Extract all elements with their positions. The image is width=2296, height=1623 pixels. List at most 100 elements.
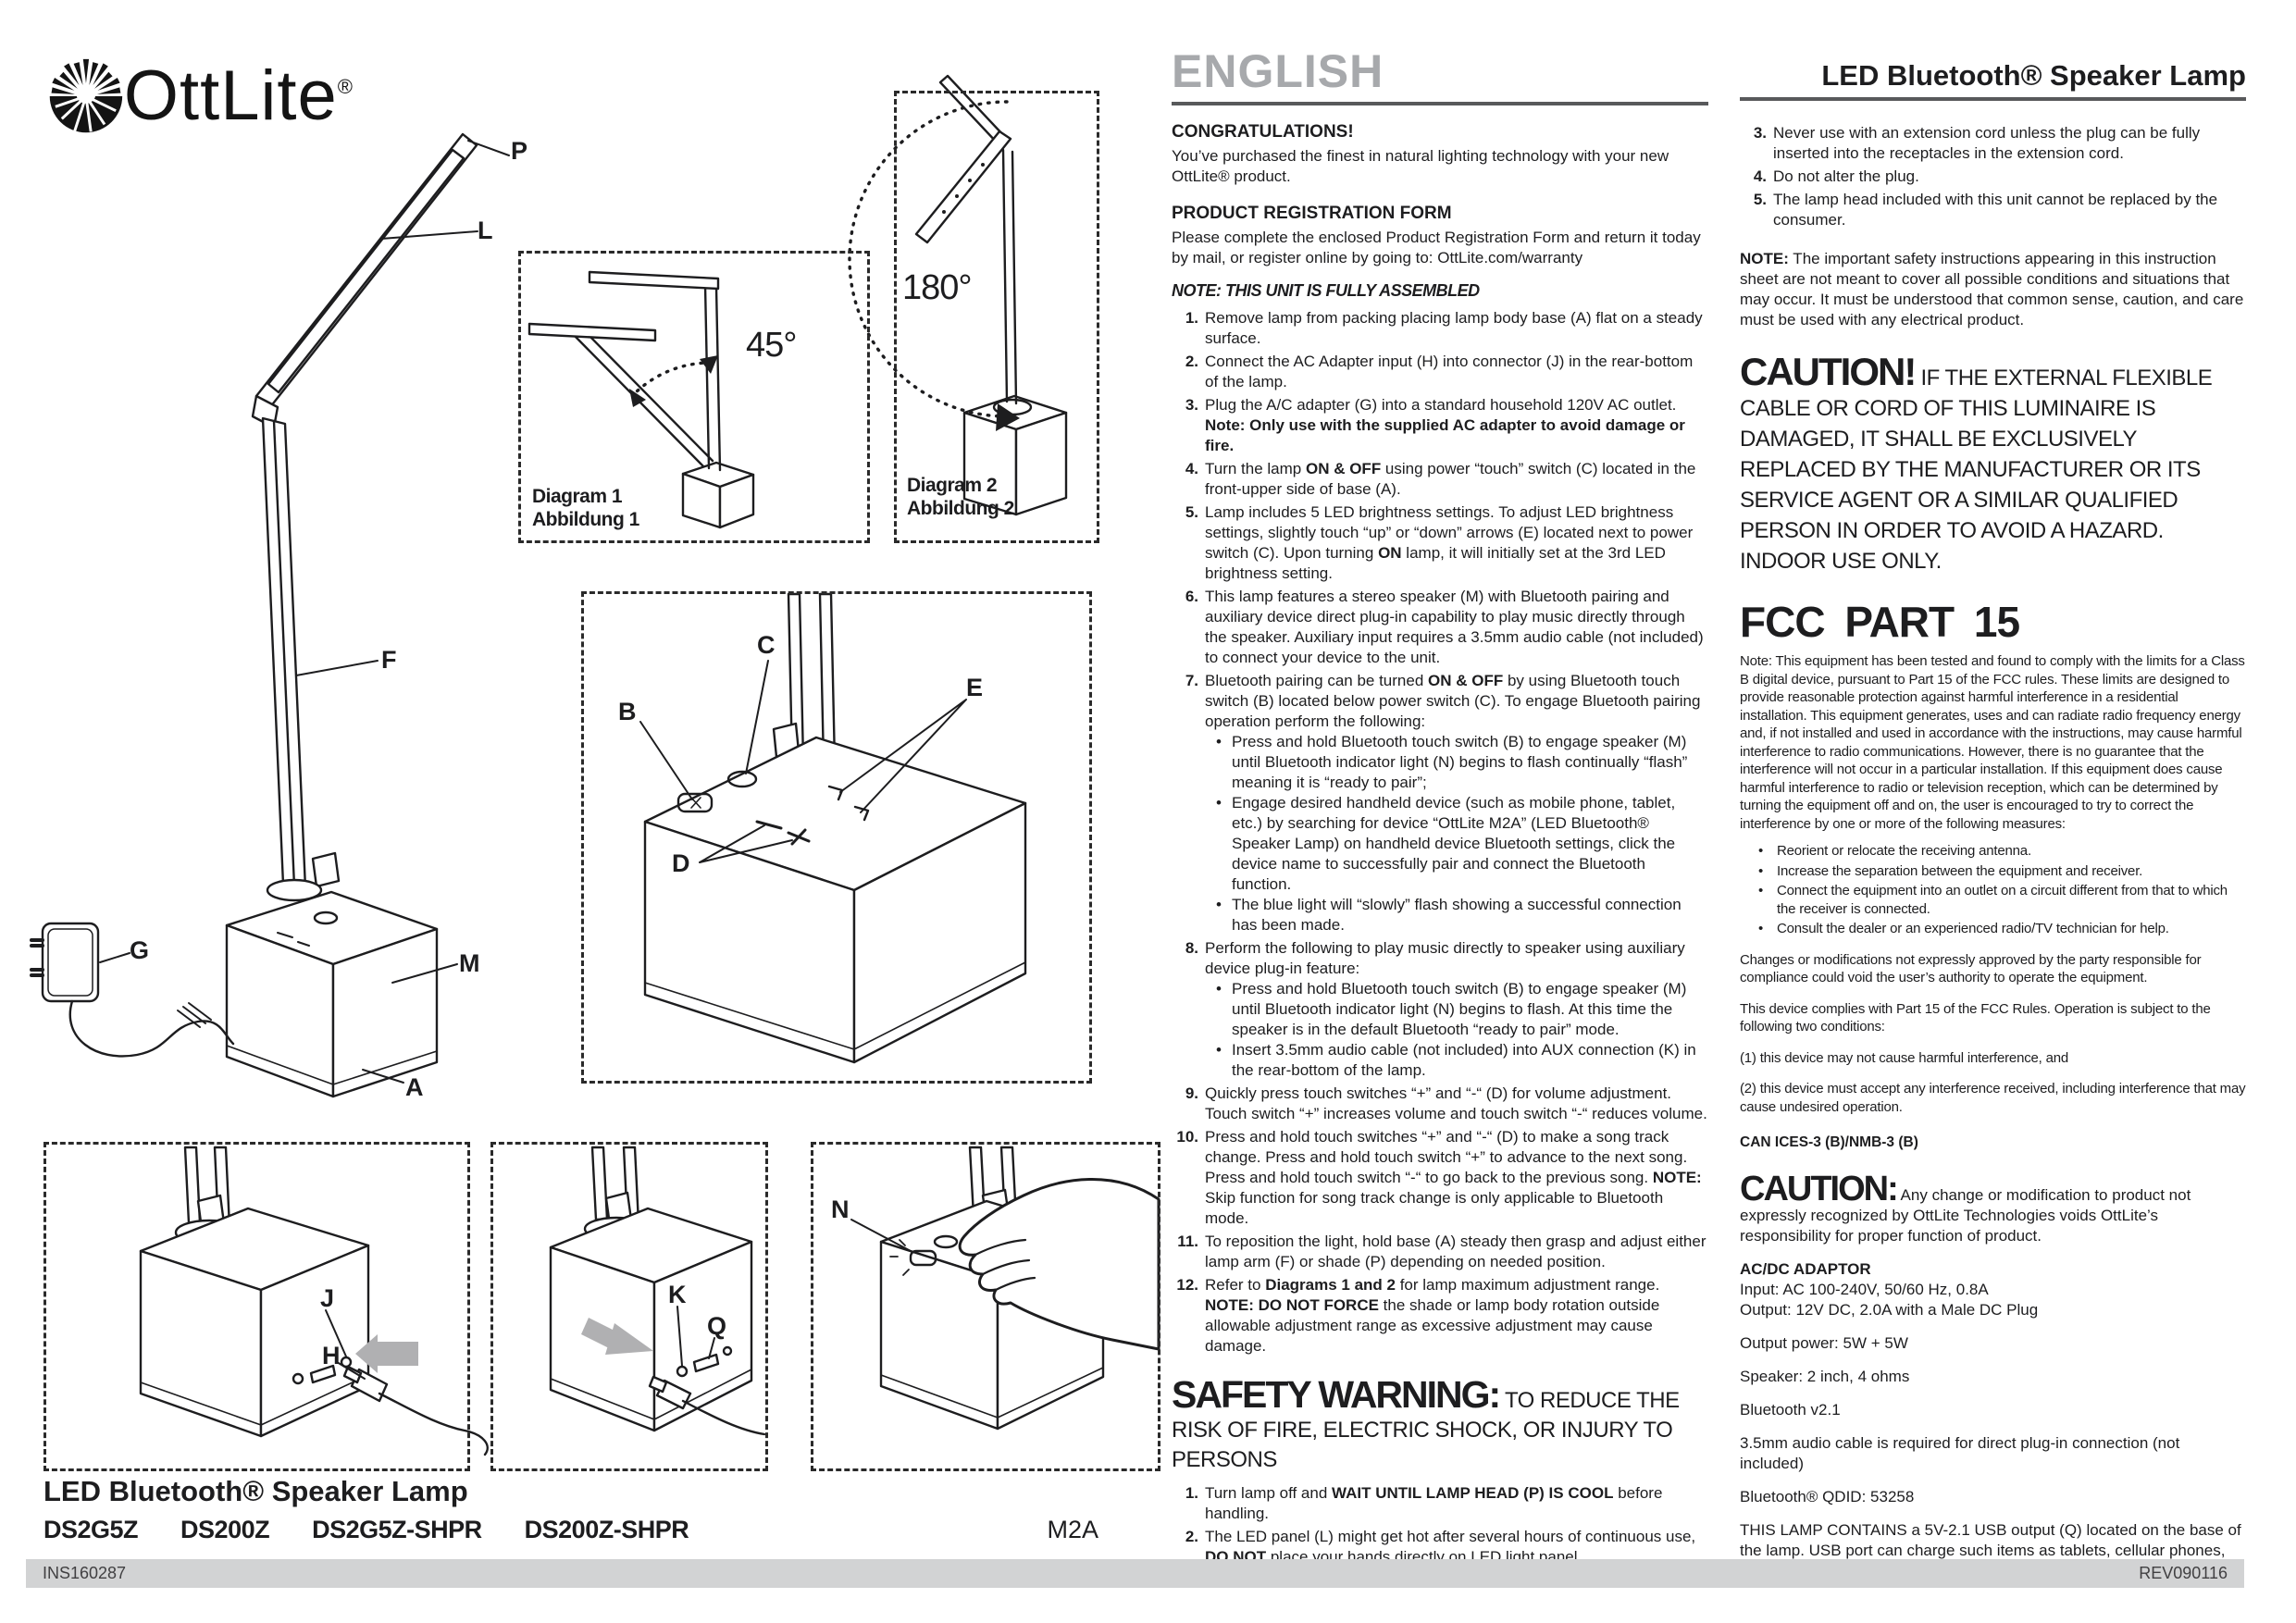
registration-heading: PRODUCT REGISTRATION FORM bbox=[1172, 204, 1452, 223]
footer-bar: INS160287 REV090116 bbox=[26, 1559, 2244, 1588]
label-j: J bbox=[320, 1284, 335, 1312]
label-e: E bbox=[966, 674, 984, 701]
fcc-part15-heading: FCC PART 15 bbox=[1740, 598, 2020, 646]
item-text: To reposition the light, hold base (A) s… bbox=[1205, 1233, 1706, 1270]
congratulations-heading: CONGRATULATIONS! bbox=[1172, 122, 1354, 142]
item-text: Perform the following to play music dire… bbox=[1205, 939, 1685, 977]
bullet-dot: • bbox=[1758, 843, 1764, 859]
item-text: Quickly press touch switches “+” and “-“… bbox=[1205, 1084, 1707, 1122]
fcc-bullet: • Reorient or relocate the receiving ante… bbox=[1753, 842, 2246, 861]
fcc-bullet: •Consult the dealer or an experienced ra… bbox=[1753, 920, 2246, 938]
spec-entry: Bluetooth v2.1 bbox=[1740, 1400, 2246, 1420]
item-body: Never use with an extension cord unless … bbox=[1773, 123, 2246, 164]
item-body: This lamp features a stereo speaker (M) … bbox=[1205, 587, 1708, 668]
fcc-bullet-list: • Reorient or relocate the receiving ante… bbox=[1753, 842, 2246, 938]
item-number: 5. bbox=[1753, 191, 1767, 208]
middle-column: ENGLISH CONGRATULATIONS! You’ve purchase… bbox=[1172, 48, 1708, 1570]
spec-line: Output: 12V DC, 2.0A with a Male DC Plug bbox=[1740, 1301, 2039, 1319]
item-number: 2. bbox=[1185, 1528, 1198, 1545]
label-g: G bbox=[130, 936, 150, 964]
safety-item: 2. The LED panel (L) might get hot after … bbox=[1172, 1527, 1708, 1567]
label-a: A bbox=[405, 1073, 424, 1101]
column-rule bbox=[1172, 102, 1708, 105]
safety-item: 1.Turn lamp off and WAIT UNTIL LAMP HEAD… bbox=[1172, 1483, 1708, 1524]
item-number: 6. bbox=[1185, 588, 1198, 605]
item-number: 4. bbox=[1185, 460, 1198, 477]
spec-title: AC/DC ADAPTOR bbox=[1740, 1260, 1871, 1278]
spec-line: Input: AC 100-240V, 50/60 Hz, 0.8A bbox=[1740, 1281, 1989, 1298]
step-item: 10.Press and hold touch switches “+” and… bbox=[1172, 1127, 1708, 1229]
item-bullet: •Press and hold Bluetooth touch switch (… bbox=[1216, 732, 1708, 793]
step-item: 9.Quickly press touch switches “+” and “… bbox=[1172, 1084, 1708, 1124]
cont-item: 3.Never use with an extension cord unles… bbox=[1740, 123, 2246, 164]
item-text: This lamp features a stereo speaker (M) … bbox=[1205, 588, 1704, 666]
registration-text: Please complete the enclosed Product Reg… bbox=[1172, 229, 1701, 266]
item-body: Perform the following to play music dire… bbox=[1205, 938, 1708, 1081]
step-item: 6. This lamp features a stereo speaker (M… bbox=[1172, 587, 1708, 668]
bullet-text: Insert 3.5mm audio cable (not included) … bbox=[1232, 1041, 1696, 1079]
spec-entry: Output power: 5W + 5W bbox=[1740, 1333, 2246, 1354]
can-ices-text: CAN ICES-3 (B)/NMB-3 (B) bbox=[1740, 1134, 1918, 1150]
item-number: 8. bbox=[1185, 939, 1198, 957]
label-m: M bbox=[459, 949, 480, 977]
item-text: The lamp head included with this unit ca… bbox=[1773, 191, 2218, 229]
cont-item: 5. The lamp head included with this unit … bbox=[1740, 190, 2246, 230]
item-text: Lamp includes 5 LED brightness settings.… bbox=[1205, 503, 1694, 582]
step-item: 3.Plug the A/C adapter (G) into a standa… bbox=[1172, 395, 1708, 456]
column-rule bbox=[1740, 97, 2246, 101]
fcc-bullet: •Increase the separation between the equ… bbox=[1753, 862, 2246, 881]
bullet-dot: • bbox=[1216, 1041, 1222, 1059]
item-body: Press and hold touch switches “+” and “-… bbox=[1205, 1127, 1708, 1229]
congratulations-text: You’ve purchased the finest in natural l… bbox=[1172, 147, 1669, 185]
cont-item: 4.Do not alter the plug. bbox=[1740, 167, 2246, 187]
fcc-bullet: •Connect the equipment into an outlet on… bbox=[1753, 882, 2246, 918]
item-text: Refer to Diagrams 1 and 2 for lamp maxim… bbox=[1205, 1276, 1660, 1355]
footer-rev-number: REV090116 bbox=[2139, 1564, 2228, 1582]
item-bullet: • Insert 3.5mm audio cable (not included)… bbox=[1216, 1040, 1708, 1081]
caution-modification-block: CAUTION: Any change or modification to p… bbox=[1740, 1170, 2191, 1245]
bullet-dot: • bbox=[1216, 896, 1222, 913]
step-item: 5.Lamp includes 5 LED brightness setting… bbox=[1172, 502, 1708, 584]
registered-mark: ® bbox=[337, 75, 354, 98]
instruction-list: 1.Remove lamp from packing placing lamp … bbox=[1172, 308, 1708, 1357]
label-p: P bbox=[511, 137, 528, 165]
bullet-text: Reorient or relocate the receiving anten… bbox=[1777, 843, 2031, 859]
language-heading: ENGLISH bbox=[1172, 45, 1384, 97]
label-k: K bbox=[668, 1281, 687, 1308]
item-number: 1. bbox=[1185, 1484, 1198, 1502]
bottom-product-title: LED Bluetooth® Speaker Lamp bbox=[43, 1475, 468, 1507]
item-number: 1. bbox=[1185, 309, 1198, 327]
label-l: L bbox=[478, 217, 493, 244]
base-closeup-box bbox=[581, 591, 1092, 1084]
diagram1-box bbox=[518, 251, 870, 543]
ottlite-logo: OttLite® bbox=[48, 48, 354, 144]
bullet-dot: • bbox=[1216, 733, 1222, 750]
product-title: LED Bluetooth® Speaker Lamp bbox=[1821, 59, 2246, 92]
item-text: Connect the AC Adapter input (H) into co… bbox=[1205, 353, 1694, 390]
step-item: 2.Connect the AC Adapter input (H) into … bbox=[1172, 352, 1708, 392]
safety-warning-list: 1.Turn lamp off and WAIT UNTIL LAMP HEAD… bbox=[1172, 1483, 1708, 1567]
item-number: 7. bbox=[1185, 672, 1198, 689]
label-d: D bbox=[672, 849, 690, 877]
bullet-text: The blue light will “slowly” flash showi… bbox=[1232, 896, 1682, 934]
item-body: Quickly press touch switches “+” and “-“… bbox=[1205, 1084, 1708, 1124]
step-item: 7.Bluetooth pairing can be turned ON & O… bbox=[1172, 671, 1708, 935]
bullet-dot: • bbox=[1216, 794, 1222, 812]
item-number: 12. bbox=[1176, 1276, 1198, 1294]
item-body: The LED panel (L) might get hot after se… bbox=[1205, 1527, 1708, 1567]
item-number: 4. bbox=[1753, 167, 1767, 185]
fcc-note-text: Note: This equipment has been tested and… bbox=[1740, 653, 2245, 832]
item-bullet: •Press and hold Bluetooth touch switch (… bbox=[1216, 979, 1708, 1040]
item-bullet: • The blue light will “slowly” flash show… bbox=[1216, 895, 1708, 935]
bullet-dot: • bbox=[1758, 862, 1764, 879]
model-code: M2A bbox=[1047, 1516, 1098, 1543]
model-number: DS2G5Z-SHPR bbox=[312, 1516, 482, 1543]
ac-adapter-icon bbox=[30, 922, 100, 1003]
item-body: Plug the A/C adapter (G) into a standard… bbox=[1205, 395, 1708, 456]
spec-line: Bluetooth v2.1 bbox=[1740, 1401, 1841, 1419]
bullet-text: Connect the equipment into an outlet on … bbox=[1777, 883, 2228, 917]
model-number: DS2G5Z bbox=[43, 1516, 139, 1543]
bullet-text: Consult the dealer or an experienced rad… bbox=[1777, 921, 2169, 936]
